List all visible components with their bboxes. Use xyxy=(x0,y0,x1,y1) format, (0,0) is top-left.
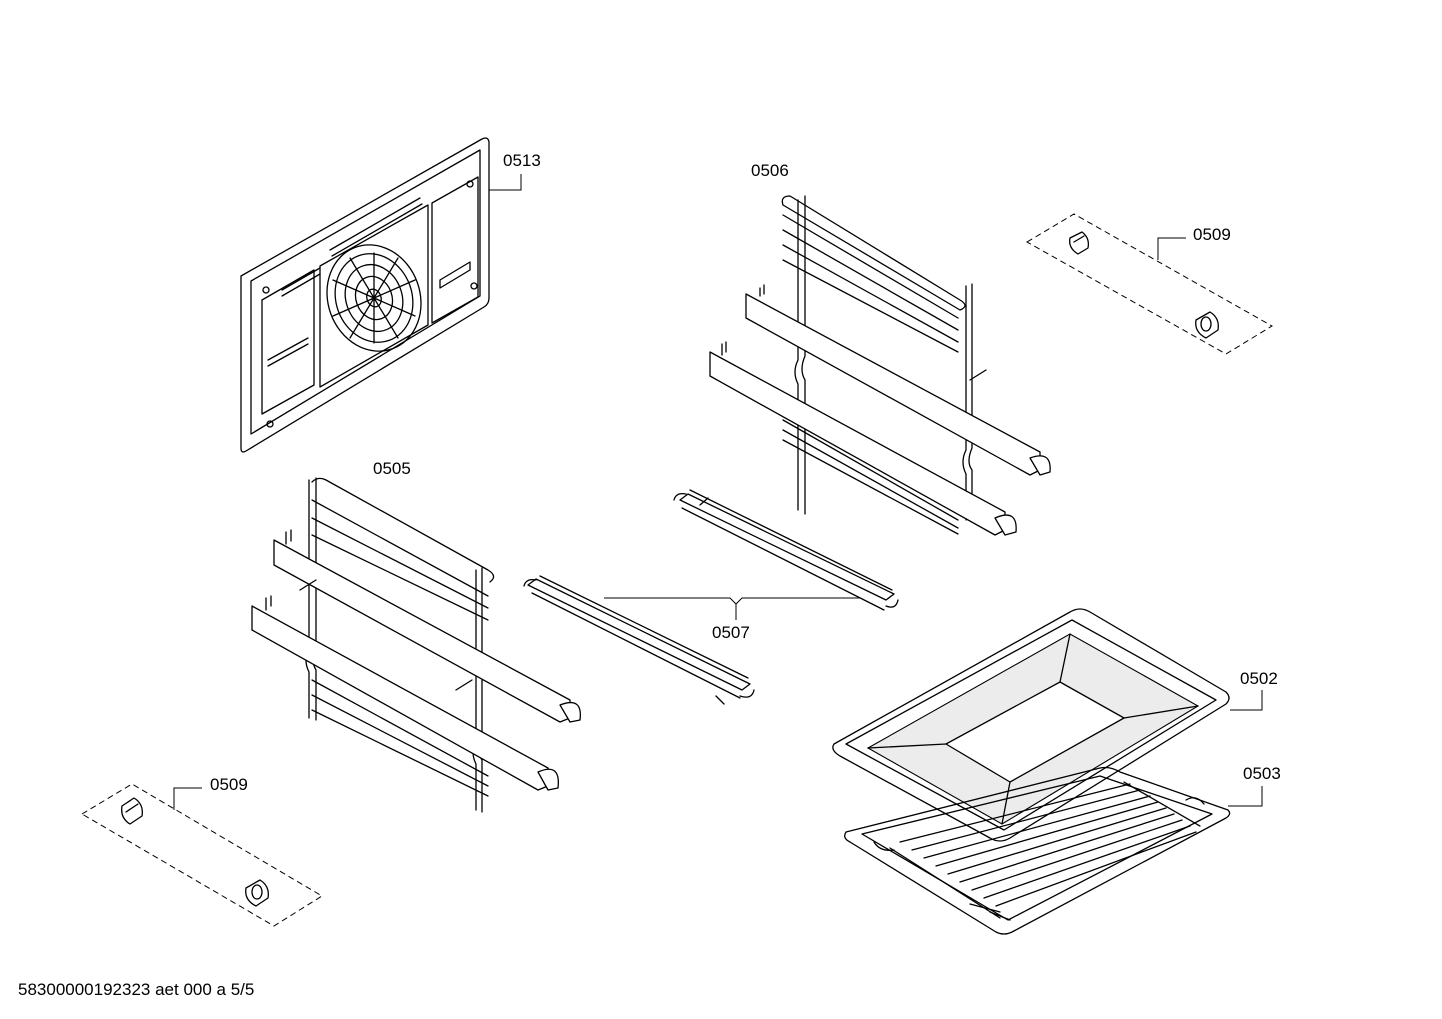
label-0509-bottom: 0509 xyxy=(210,775,248,794)
label-0513: 0513 xyxy=(503,151,541,170)
part-0503-wire-shelf[interactable] xyxy=(844,766,1231,935)
part-0502-baking-tray[interactable] xyxy=(832,608,1230,842)
label-0503: 0503 xyxy=(1243,764,1281,783)
label-0506: 0506 xyxy=(751,161,789,180)
label-0507: 0507 xyxy=(712,623,750,642)
part-0513-back-panel[interactable] xyxy=(240,137,490,453)
label-0502: 0502 xyxy=(1240,669,1278,688)
part-0506-rack-rail-right[interactable] xyxy=(709,195,1051,536)
label-0505: 0505 xyxy=(373,459,411,478)
part-0507-pullout-rails[interactable] xyxy=(523,489,899,705)
document-id: 58300000192323 aet 000 a 5/5 xyxy=(18,980,255,999)
label-0509-top: 0509 xyxy=(1193,225,1231,244)
part-0509-clips-top[interactable] xyxy=(1026,213,1273,355)
part-0505-rack-rail-left[interactable] xyxy=(251,477,581,813)
part-0509-clips-bottom[interactable] xyxy=(81,783,323,927)
